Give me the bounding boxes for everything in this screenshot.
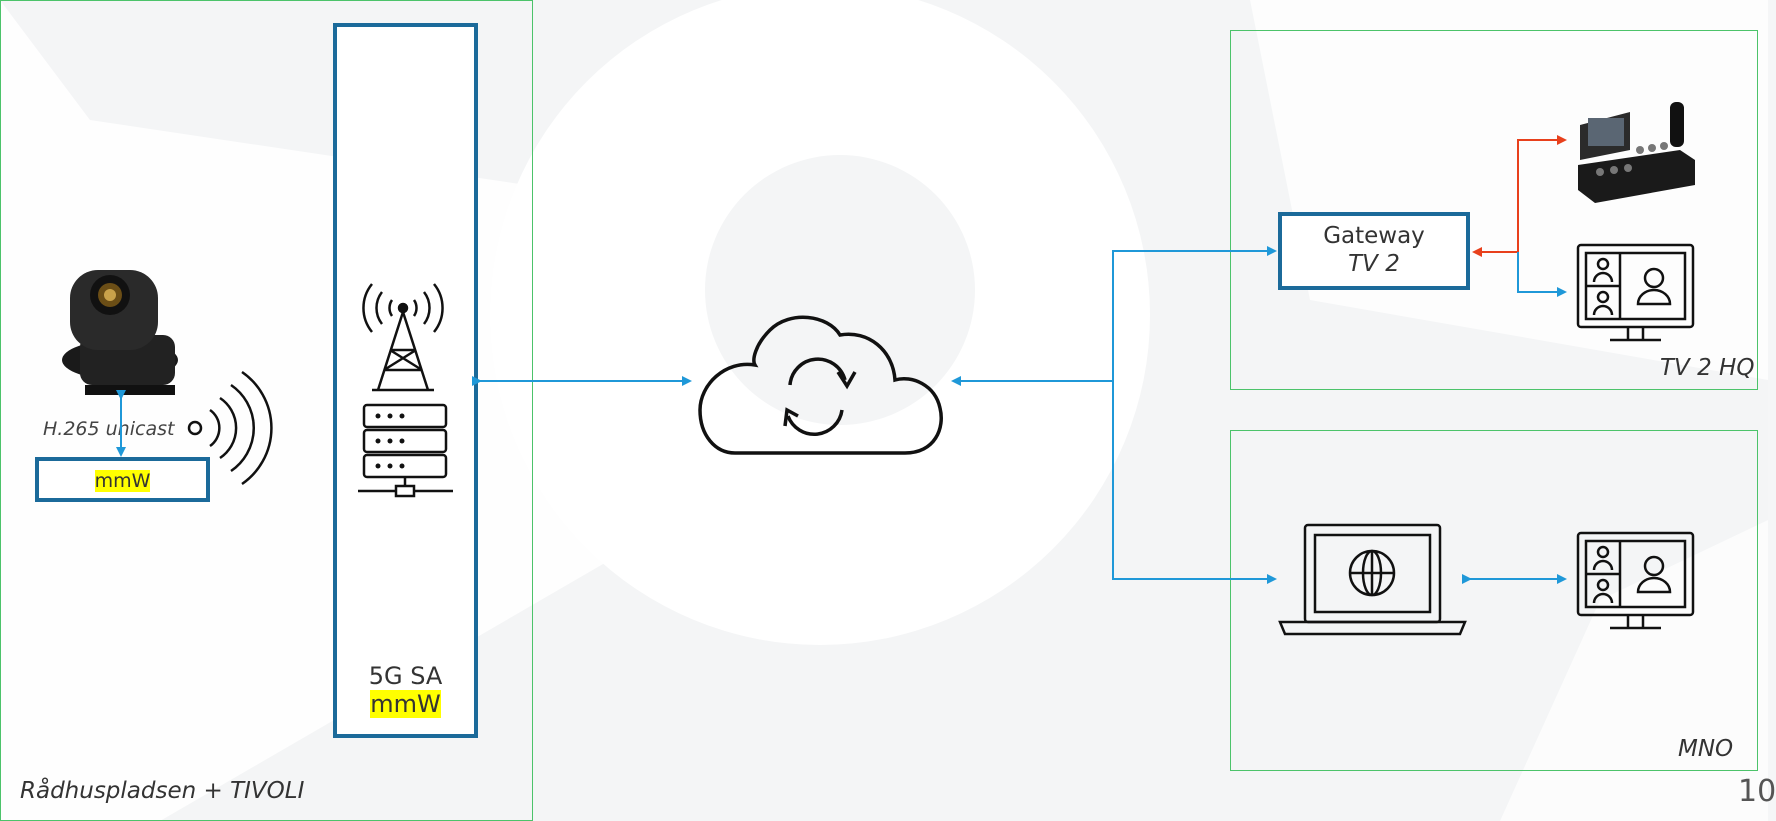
cloud-destinations-link: [951, 246, 1277, 584]
wireless-signal-icon: [187, 370, 273, 486]
site-zone-label: Rådhuspladsen + TIVOLI: [20, 778, 305, 804]
page-number: 10: [1738, 774, 1776, 809]
cloud-sync-icon: [698, 315, 943, 455]
server-rack-icon: [358, 403, 453, 498]
mmw-radio-label-wrap: mmW: [35, 470, 210, 492]
gateway-links: [1472, 135, 1567, 297]
mno-video-conference-monitor-icon: [1576, 531, 1695, 630]
cell-tower-icon: [362, 283, 444, 392]
base-station-tech: 5G SA: [368, 662, 443, 690]
base-station-band: mmW: [370, 690, 441, 718]
camera-controller-icon: [1578, 102, 1695, 203]
base-station-label: 5G SA mmW: [333, 662, 478, 718]
protocol-label: H.265 unicast: [43, 418, 175, 440]
ptz-camera-icon: [62, 270, 178, 395]
gateway-box[interactable]: [1278, 212, 1470, 290]
video-conference-monitor-icon: [1576, 243, 1695, 342]
mno-zone: [1230, 430, 1758, 771]
mmw-radio-box[interactable]: [35, 457, 210, 502]
gateway-label: Gateway TV 2: [1278, 222, 1470, 278]
mno-zone-label: MNO: [1678, 736, 1734, 762]
laptop-web-icon: [1278, 523, 1467, 636]
gateway-title: Gateway: [1323, 223, 1425, 249]
mmw-radio-label: mmW: [94, 470, 151, 492]
hq-zone-label: TV 2 HQ: [1660, 355, 1755, 381]
hq-zone: [1230, 30, 1758, 390]
gateway-owner: TV 2: [1348, 251, 1400, 277]
base-station-box[interactable]: [333, 23, 478, 738]
